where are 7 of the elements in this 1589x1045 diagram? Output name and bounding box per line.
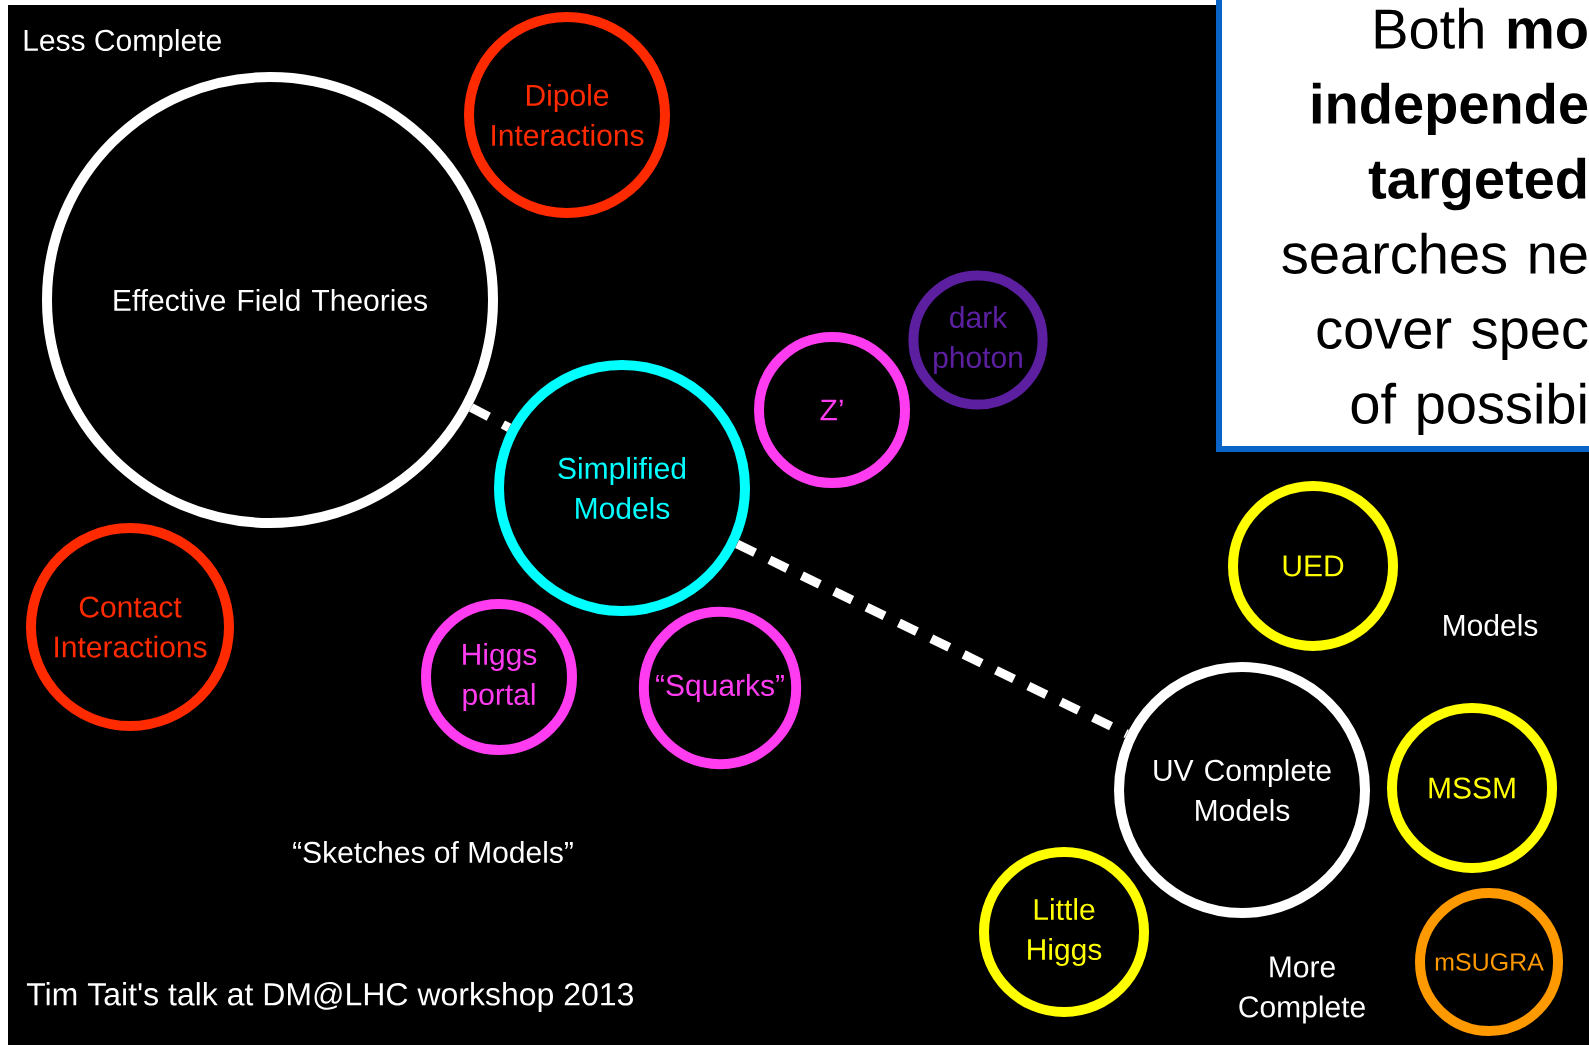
dashed-connector <box>469 403 512 432</box>
dashed-connector <box>735 540 1129 738</box>
annotation-text: Models <box>1444 614 1538 637</box>
annotation-text: “Sketches of Models” <box>293 841 573 864</box>
annotation-text: More Complete <box>1239 956 1365 1024</box>
caption-text: Tim Tait's talk at DM@LHC workshop 2013 <box>26 982 633 1012</box>
text-box: Both mo independe targeted searches ne cover spec of possibi <box>1216 0 1589 452</box>
